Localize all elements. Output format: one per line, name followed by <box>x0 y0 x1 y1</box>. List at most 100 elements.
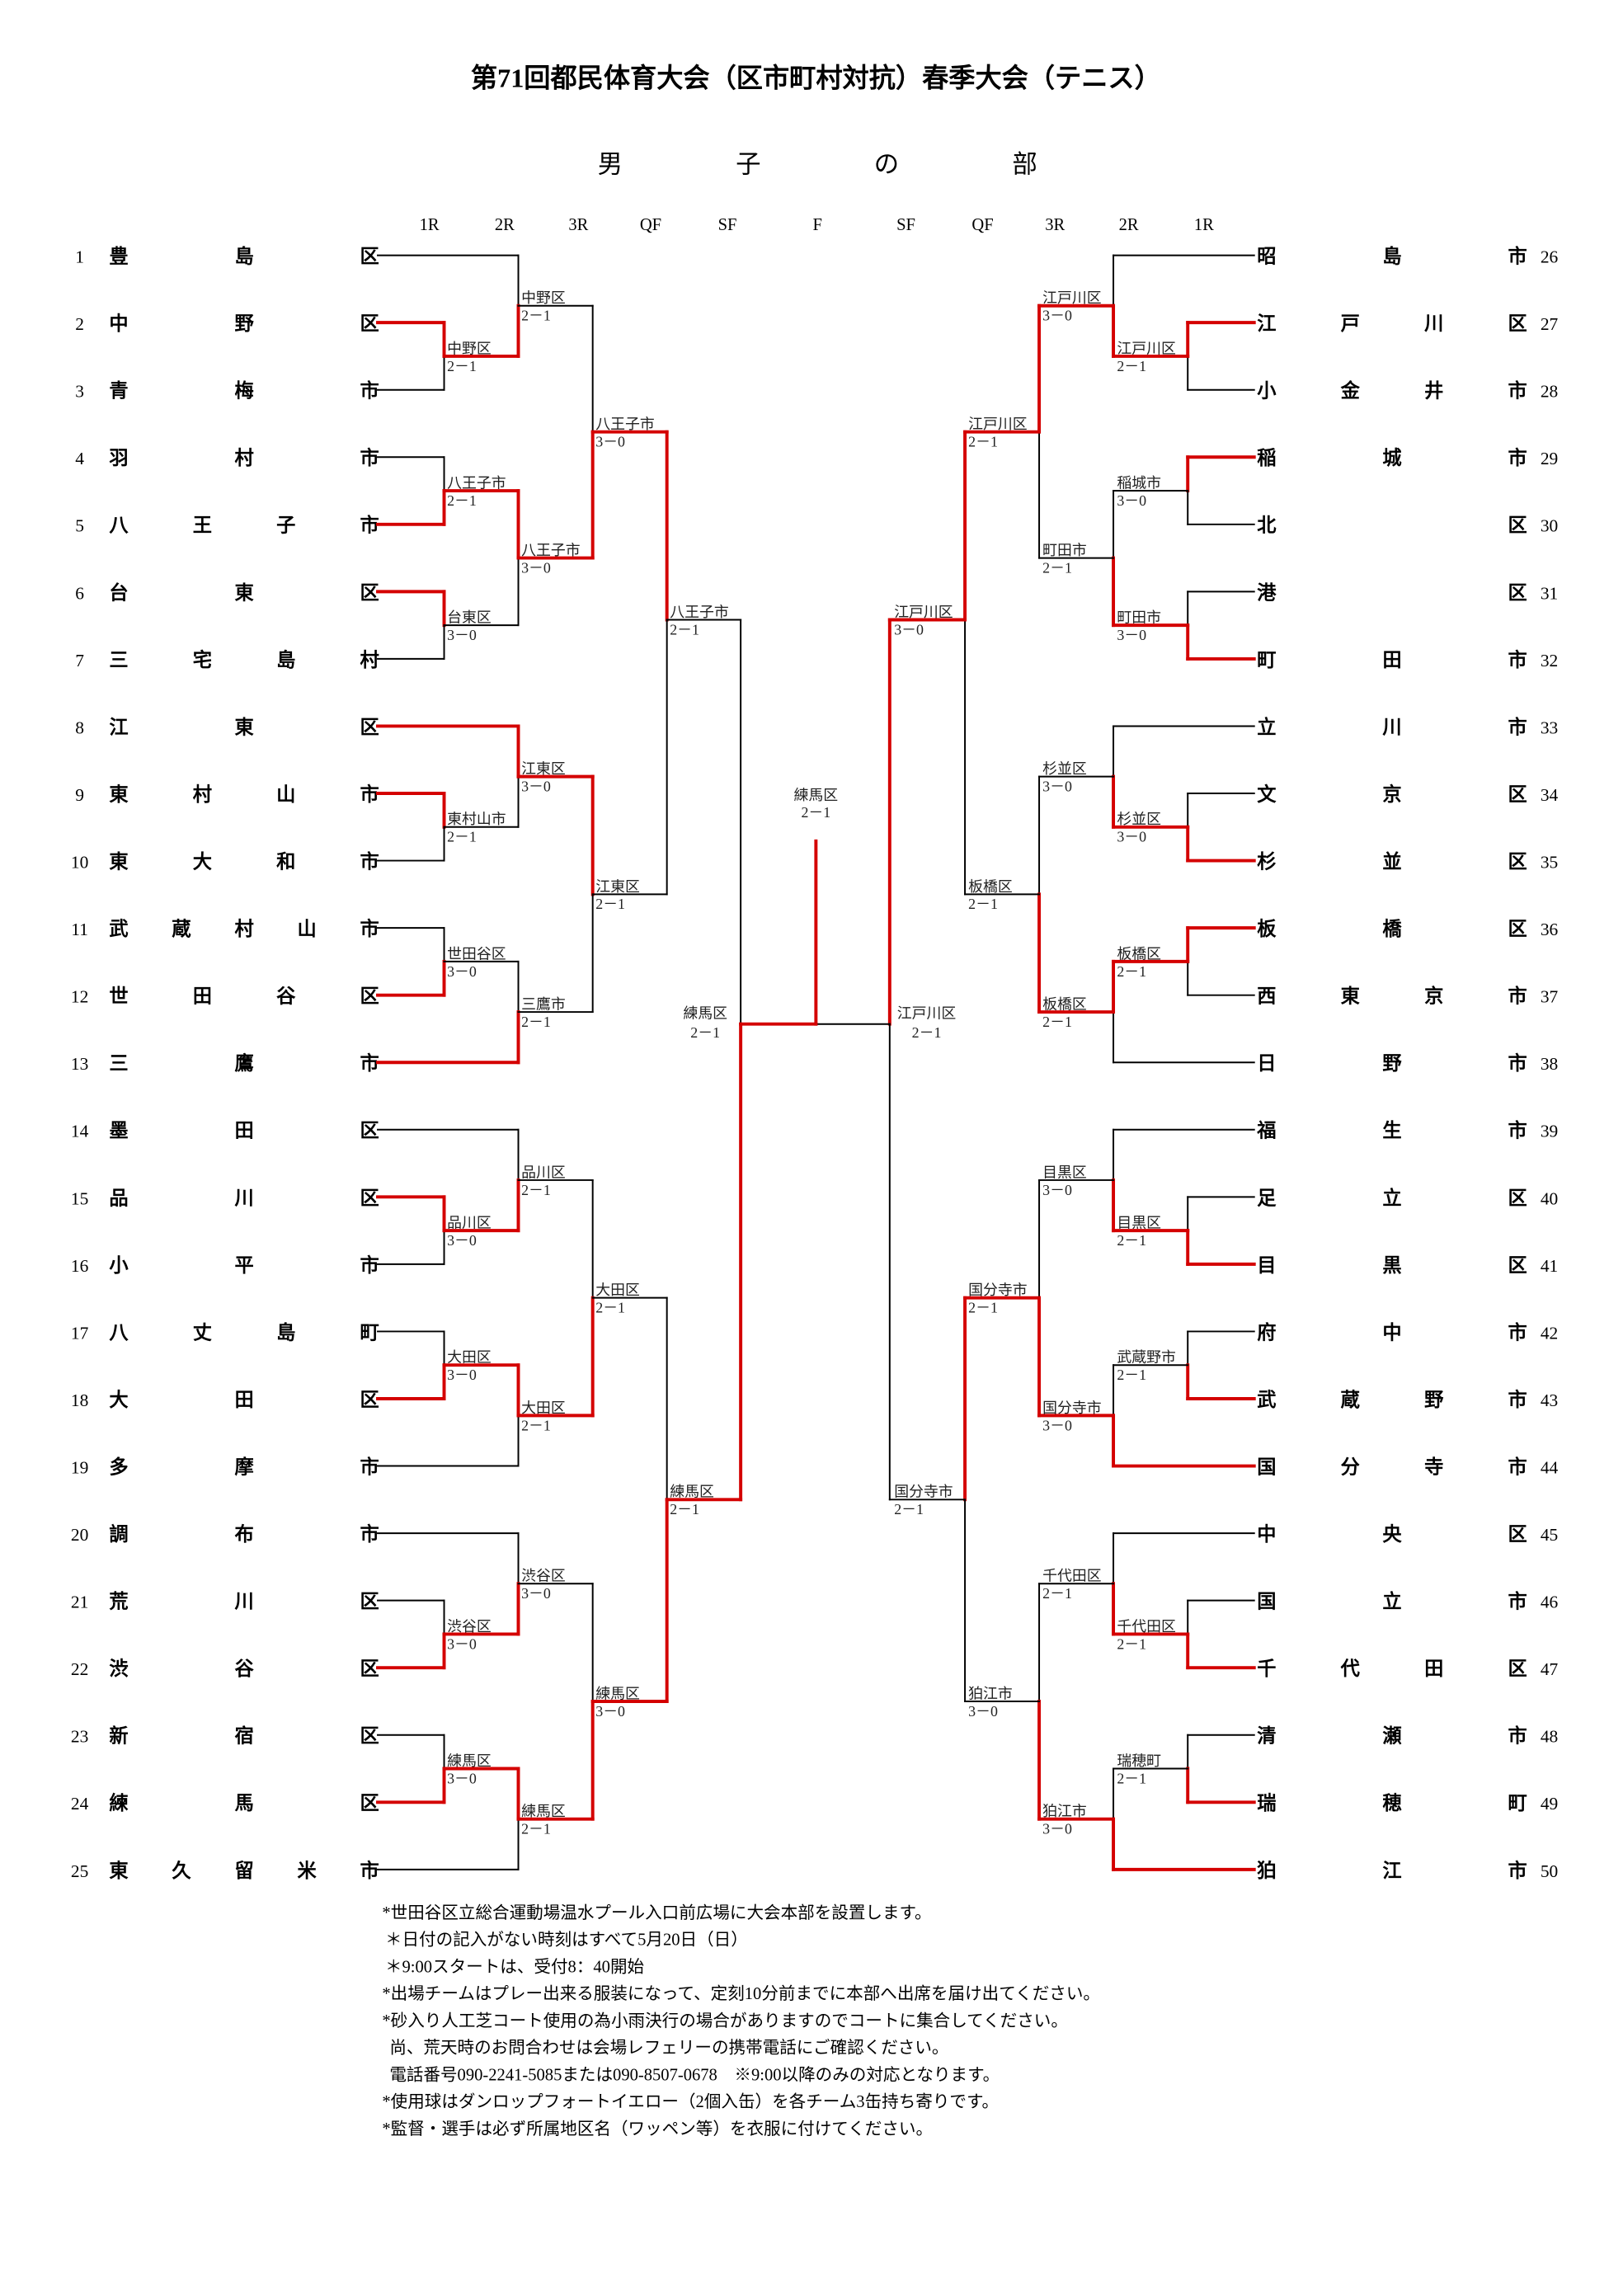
team-number: 21 <box>71 1593 88 1612</box>
match-score: 2－1 <box>1117 1232 1146 1249</box>
match-winner-label: 杉並区 <box>1117 811 1161 827</box>
team-number: 26 <box>1541 247 1559 267</box>
team-number: 33 <box>1541 718 1558 737</box>
team-number: 23 <box>71 1727 88 1747</box>
match-score: 2－1 <box>1042 1585 1072 1602</box>
team-number: 36 <box>1541 920 1559 939</box>
round-header: 2R <box>1119 216 1139 234</box>
match-winner-label: 練馬区 <box>670 1484 714 1500</box>
match-score: 3－0 <box>1117 627 1146 643</box>
match-score: 3－0 <box>447 1635 477 1652</box>
match-winner-label: 江戸川区 <box>1042 289 1102 306</box>
round-header: 2R <box>495 216 515 234</box>
match-score: 3－0 <box>447 627 477 643</box>
match-score: 2－1 <box>1117 1367 1146 1383</box>
team-number: 38 <box>1541 1054 1558 1074</box>
round-header: QF <box>971 216 993 234</box>
match-score: 3－0 <box>1042 1417 1072 1433</box>
team-number: 7 <box>75 651 84 670</box>
match-score: 2－1 <box>521 1014 551 1030</box>
team-number: 4 <box>75 449 84 468</box>
note-line: *出場チームはプレー出来る服装になって、定刻10分前までに本部へ出席を届け出てく… <box>382 1984 1100 2003</box>
match-winner-label: 八王子市 <box>521 542 581 558</box>
match-winner-label: 稲城市 <box>1117 474 1161 491</box>
match-winner-label: 板橋区 <box>1117 945 1161 962</box>
team-number: 17 <box>71 1323 89 1343</box>
document-title: 第71回都民体育大会（区市町村対抗）春季大会（テニス） <box>471 64 1161 93</box>
match-winner-label: 八王子市 <box>447 474 506 491</box>
team-number: 14 <box>71 1122 89 1141</box>
note-line: ＊9:00スタートは、受付8：40開始 <box>385 1957 644 1976</box>
match-score: 2－1 <box>595 1300 625 1316</box>
match-score: 3－0 <box>894 621 924 638</box>
match-score: 2－1 <box>447 829 477 845</box>
match-score: 2－1 <box>1042 559 1072 576</box>
match-score: 2－1 <box>968 434 998 450</box>
team-number: 49 <box>1541 1794 1558 1814</box>
match-score: 3－0 <box>595 434 625 450</box>
team-number: 34 <box>1541 785 1559 805</box>
match-winner-label: 江戸川区 <box>968 416 1028 432</box>
round-header: 1R <box>1194 216 1214 234</box>
match-winner-label: 杉並区 <box>1042 760 1087 777</box>
tournament-notes: *世田谷区立総合運動場温水プール入口前広場に大会本部を設置します。＊日付の記入が… <box>382 1903 1100 2138</box>
note-line: 尚、荒天時のお問合わせは会場レフェリーの携帯電話にご確認ください。 <box>389 2039 948 2058</box>
match-winner-label: 江戸川区 <box>1117 340 1176 356</box>
match-score: 3－0 <box>521 779 551 795</box>
team-number: 8 <box>75 718 84 737</box>
final-winner-label: 練馬区 <box>794 787 839 803</box>
match-score: 2－1 <box>690 1024 720 1041</box>
note-line: *使用球はダンロップフォートイエロー（2個入缶）を各チーム3缶持ち寄りです。 <box>382 2092 999 2111</box>
note-line: *砂入り人工芝コート使用の為小雨決行の場合がありますのでコートに集合してください… <box>382 2011 1068 2030</box>
team-number: 40 <box>1541 1188 1558 1208</box>
team-number: 28 <box>1541 382 1558 402</box>
match-score: 2－1 <box>595 896 625 912</box>
team-number: 48 <box>1541 1727 1558 1747</box>
match-winner-label: 練馬区 <box>447 1753 492 1769</box>
team-number: 44 <box>1541 1457 1559 1477</box>
match-score: 3－0 <box>968 1703 998 1720</box>
note-line: *監督・選手は必ず所属地区名（ワッペン等）を衣服に付けてください。 <box>382 2120 933 2138</box>
team-number: 10 <box>71 853 88 873</box>
match-score: 2－1 <box>521 1182 551 1198</box>
match-winner-label: 目黒区 <box>1042 1164 1087 1180</box>
match-winner-label: 品川区 <box>521 1164 566 1180</box>
team-number: 9 <box>75 785 84 805</box>
match-score: 3－0 <box>521 559 551 576</box>
match-winner-label: 渋谷区 <box>521 1568 566 1584</box>
match-score: 3－0 <box>1117 492 1146 509</box>
match-winner-label: 大田区 <box>447 1349 492 1366</box>
team-number: 30 <box>1541 516 1558 536</box>
match-winner-label: 千代田区 <box>1042 1568 1102 1584</box>
match-winner-label: 練馬区 <box>683 1005 727 1022</box>
match-winner-label: 板橋区 <box>968 878 1013 895</box>
match-winner-label: 目黒区 <box>1117 1215 1161 1231</box>
match-winner-label: 狛江市 <box>968 1685 1013 1701</box>
team-number: 31 <box>1541 583 1558 603</box>
match-score: 2－1 <box>447 358 477 374</box>
team-number: 37 <box>1541 987 1559 1007</box>
team-number: 3 <box>75 382 84 402</box>
match-winner-label: 国分寺市 <box>968 1282 1028 1298</box>
team-number: 20 <box>71 1525 88 1545</box>
match-score: 3－0 <box>1042 779 1072 795</box>
match-winner-label: 大田区 <box>595 1282 640 1298</box>
team-number: 50 <box>1541 1861 1558 1881</box>
match-score: 2－1 <box>968 1300 998 1316</box>
round-header: SF <box>718 216 737 234</box>
team-number: 18 <box>71 1390 88 1410</box>
match-winner-label: 江戸川区 <box>897 1005 957 1022</box>
team-number: 32 <box>1541 651 1558 670</box>
match-score: 3－0 <box>447 1770 477 1786</box>
match-score: 3－0 <box>1042 1182 1072 1198</box>
team-number: 27 <box>1541 314 1559 334</box>
team-number: 12 <box>71 987 88 1007</box>
team-number: 1 <box>75 247 84 267</box>
round-header: SF <box>896 216 915 234</box>
team-number: 13 <box>71 1054 88 1074</box>
team-number: 46 <box>1541 1593 1559 1612</box>
match-score: 3－0 <box>521 1585 551 1602</box>
note-line: *世田谷区立総合運動場温水プール入口前広場に大会本部を設置します。 <box>382 1903 931 1922</box>
match-winner-label: 江東区 <box>521 760 566 777</box>
